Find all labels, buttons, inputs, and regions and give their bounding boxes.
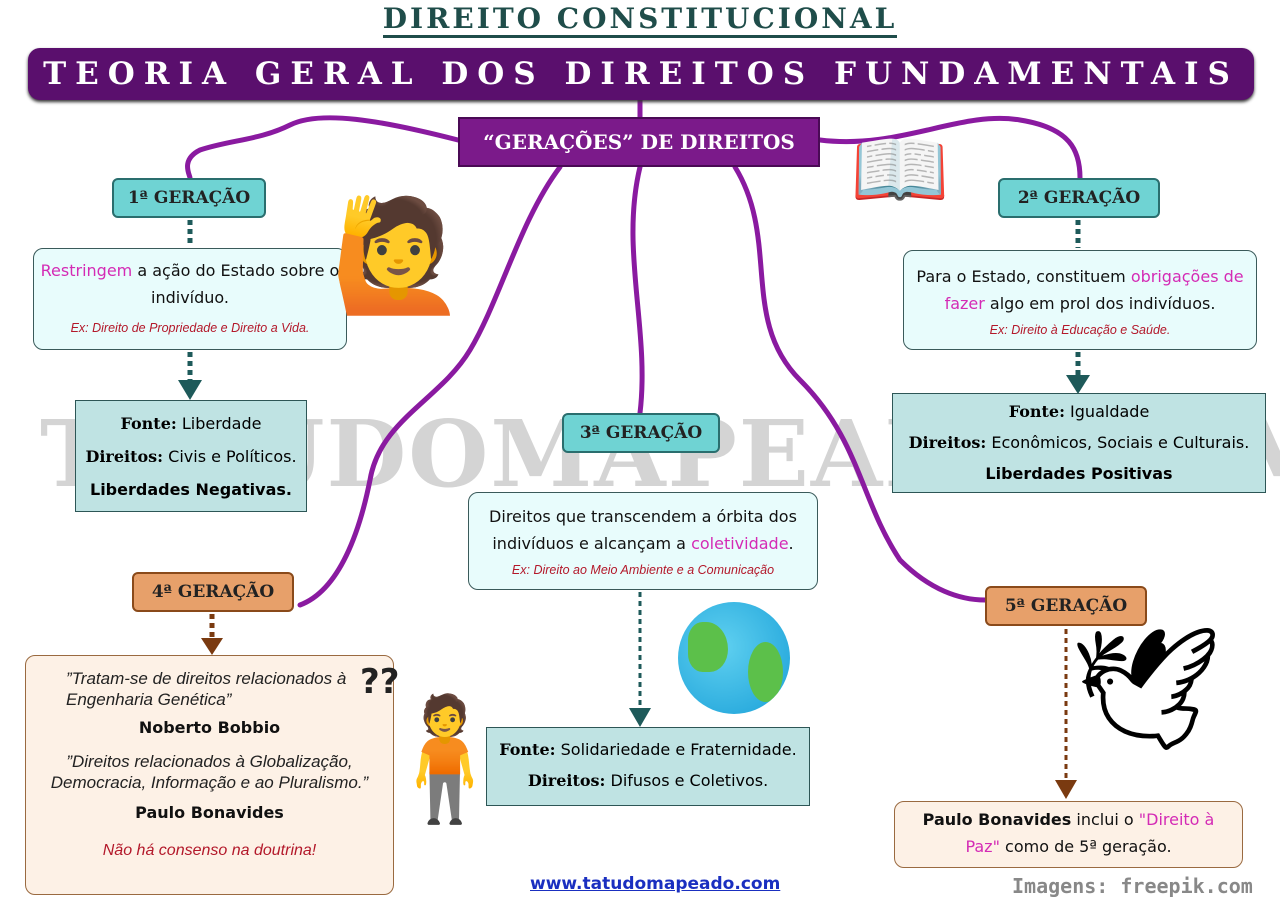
gen3-desc: . [788,534,794,553]
website-link[interactable]: www.tatudomapeado.com [530,874,781,894]
direitos-label: Direitos: [908,433,987,452]
fonte-value: Igualdade [1064,402,1150,421]
gen4-note: Não há consenso na doutrina! [102,842,317,859]
gen3-example: Ex: Direito ao Meio Ambiente e a Comunic… [511,563,775,577]
gen5-description: Paulo Bonavides inclui o "Direito à Paz"… [894,801,1243,868]
gen5-rest: como de 5ª geração. [999,837,1172,856]
gen5-label: 5ª GERAÇÃO [985,586,1147,626]
fonte-label: Fonte: [499,740,556,759]
fonte-value: Liberdade [176,414,262,433]
gen3-highlight: coletividade [691,534,789,553]
gen5-author: Paulo Bonavides [922,810,1072,829]
gen2-label: 2ª GERAÇÃO [998,178,1160,218]
direitos-label: Direitos: [527,771,606,790]
gen3-description: Direitos que transcendem a órbita dos in… [468,492,818,590]
gen2-description: Para o Estado, constituem obrigações de … [903,250,1257,350]
page-title: DIREITO CONSTITUCIONAL [0,2,1280,38]
direitos-value: Econômicos, Sociais e Culturais. [986,433,1250,452]
gen4-author2: Paulo Bonavides [135,803,284,822]
gen1-highlight: Restringem [40,261,133,280]
gen5-highlight: "Direito à Paz" [965,810,1215,856]
gen3-label: 3ª GERAÇÃO [562,413,720,453]
subtitle-banner: TEORIA GERAL DOS DIREITOS FUNDAMENTAIS [28,48,1254,100]
dove-illustration: 🕊 [1070,620,1223,759]
gen2-example: Ex: Direito à Educação e Saúde. [989,323,1171,337]
gen3-fonte-box: Fonte: Solidariedade e Fraternidade. Dir… [486,727,810,806]
gen1-extra: Liberdades Negativas. [90,480,292,499]
gen4-author1: Noberto Bobbio [138,718,281,737]
gen1-description: Restringem a ação do Estado sobre o indi… [33,248,347,350]
gen5-pre: inclui o [1071,810,1139,829]
direitos-value: Difusos e Coletivos. [605,771,769,790]
gen4-quote2: ”Direitos relacionados à Globalização, D… [50,752,369,792]
gen1-example: Ex: Direito de Propriedade e Direito a V… [70,321,310,335]
direitos-value: Civis e Políticos. [163,447,297,466]
gen3-desc-pre: Direitos que transcendem a órbita dos in… [489,507,797,553]
gen1-fonte-box: Fonte: Liberdade Direitos: Civis e Polít… [75,400,307,512]
question-marks-icon: ?? [360,662,400,702]
image-credits: Imagens: freepik.com [1012,874,1253,898]
fonte-label: Fonte: [1008,402,1065,421]
confused-man-illustration: 🧍 [370,690,520,829]
gen1-desc: a ação do Estado sobre o indivíduo. [132,261,340,307]
page-title-text: DIREITO CONSTITUCIONAL [382,2,898,38]
gen4-quote1: ”Tratam-se de direitos relacionados à En… [66,669,347,709]
earth-illustration [678,602,790,714]
kids-reading-illustration: 📖 [850,123,950,216]
gen2-highlight: obrigações de fazer [944,267,1244,313]
gen4-label: 4ª GERAÇÃO [132,572,294,612]
fonte-label: Fonte: [120,414,177,433]
gen2-extra: Liberdades Positivas [985,464,1173,483]
direitos-label: Direitos: [85,447,164,466]
gen1-label: 1ª GERAÇÃO [112,178,266,218]
gen2-fonte-box: Fonte: Igualdade Direitos: Econômicos, S… [892,393,1266,493]
gen2-desc-pre: Para o Estado, constituem [916,267,1131,286]
fonte-value: Solidariedade e Fraternidade. [555,740,797,759]
gen2-desc: algo em prol dos indivíduos. [984,294,1216,313]
jumping-woman-illustration: 🙋 [330,191,467,319]
central-node: “GERAÇÕES” DE DIREITOS [458,117,820,167]
gen4-description: ”Tratam-se de direitos relacionados à En… [25,655,394,895]
